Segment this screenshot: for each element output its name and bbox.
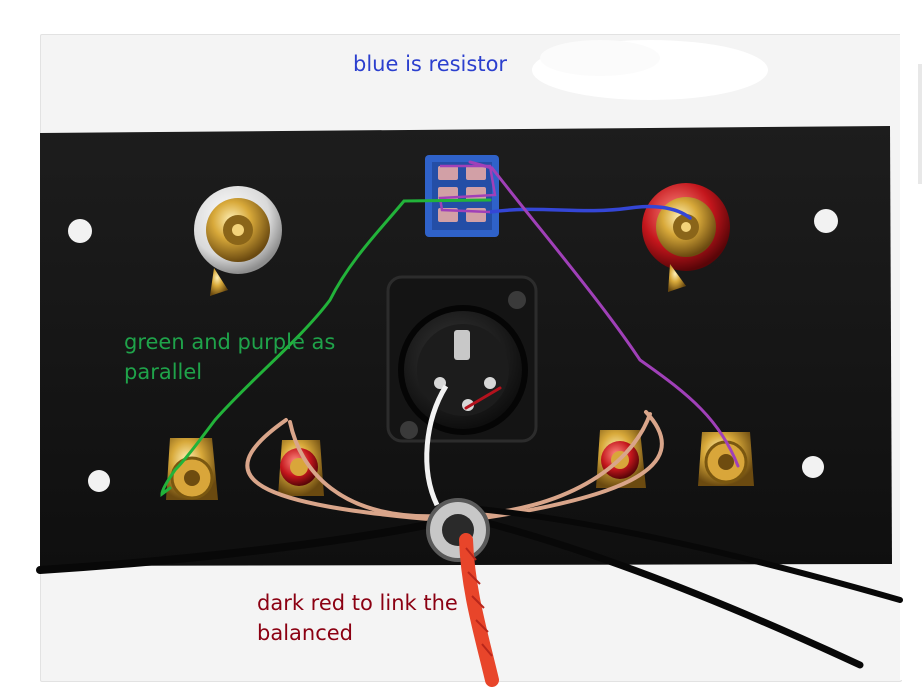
purple-wire-line [468, 160, 740, 468]
annotation-blue: blue is resistor [353, 49, 507, 79]
rca-jack-gold-bottom-1 [166, 438, 218, 500]
right-edge-strip [900, 34, 922, 680]
annotation-green-line2: parallel [124, 360, 203, 384]
annotation-green: green and purple as parallel [124, 327, 335, 387]
edge-sliver [918, 64, 922, 184]
annotation-dark-red: dark red to link the balanced [257, 588, 458, 648]
rca-jack-gold-bottom-4 [698, 432, 754, 486]
annotation-dark-red-line2: balanced [257, 621, 354, 645]
xlr-connector [386, 275, 538, 443]
rca-jack-white-top-left [194, 186, 282, 296]
purple-bracket-line [438, 164, 497, 214]
dark-red-link-line [464, 386, 502, 410]
white-wire [424, 384, 449, 507]
annotation-blue-text: blue is resistor [353, 52, 508, 76]
annotation-dark-red-line1: dark red to link the [257, 591, 458, 615]
mounting-holes [68, 209, 838, 492]
blurred-region [532, 40, 768, 100]
rca-jack-red-bottom-2 [278, 440, 324, 496]
annotation-green-line1: green and purple as [124, 330, 336, 354]
black-cables [36, 505, 903, 669]
green-wire-line [160, 198, 492, 498]
red-cable [459, 533, 499, 687]
rca-jack-red-top-right [642, 183, 730, 292]
center-grommet [426, 498, 490, 562]
blue-wire-line [488, 204, 692, 220]
